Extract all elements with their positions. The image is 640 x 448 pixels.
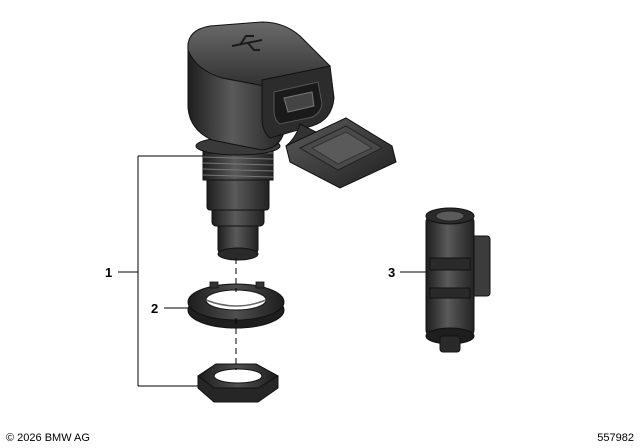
holder-sleeve-icon bbox=[425, 207, 491, 353]
usb-socket-assembly-icon bbox=[187, 21, 397, 261]
callout-leader-lines bbox=[118, 155, 426, 387]
hex-nut-icon bbox=[197, 363, 280, 403]
callout-3-label: 3 bbox=[388, 265, 396, 280]
retaining-ring-icon bbox=[187, 281, 285, 329]
callout-1-label: 1 bbox=[105, 265, 113, 280]
diagram-number: 557982 bbox=[597, 432, 634, 444]
callout-2-label: 2 bbox=[151, 301, 159, 316]
copyright-text: © 2026 BMW AG bbox=[6, 432, 90, 444]
